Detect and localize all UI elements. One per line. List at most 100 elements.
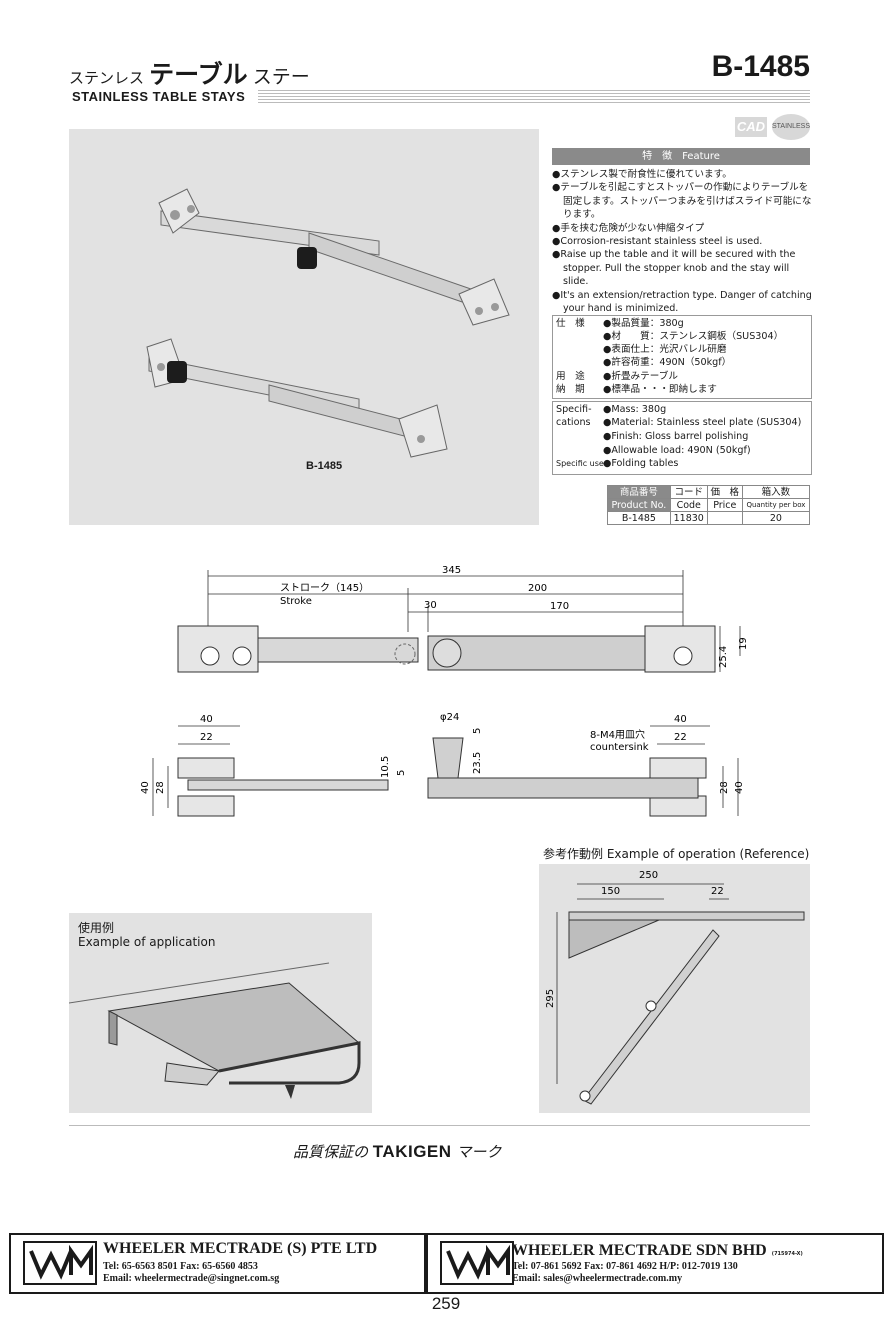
application-title-en: Example of application: [78, 935, 216, 949]
spec-value: ●表面仕上：光沢バレル研磨: [603, 344, 727, 355]
feature-heading: 特 徴 Feature: [552, 148, 810, 165]
spec-value: ●材 質：ステンレス鋼板（SUS304）: [603, 331, 784, 342]
footer-left: WHEELER MECTRADE (S) PTE LTD Tel: 65-656…: [9, 1233, 426, 1294]
spec-value: ●許容荷重：490N（50kgf）: [603, 357, 732, 368]
use-label: Specific use: [556, 459, 604, 468]
operation-panel: 250 150 22 295: [539, 864, 810, 1113]
company-reg-my: (715974-X): [771, 1251, 803, 1257]
dim-250: 250: [639, 870, 658, 881]
price-table: 商品番号 コード 価 格 箱入数 Product No. Code Price …: [607, 485, 811, 525]
price-header-jp: 商品番号 コード 価 格 箱入数: [607, 485, 811, 499]
dim-stroke-en: Stroke: [280, 596, 312, 607]
header-rule: [258, 90, 810, 104]
header-cell: 価 格: [706, 485, 743, 499]
header-cell: Price: [706, 498, 743, 512]
price-cell: [706, 511, 743, 525]
quantity-cell: 20: [741, 511, 811, 525]
dim-5-mid: 5: [396, 770, 407, 776]
company-tel-sg: Tel: 65-6563 8501 Fax: 65-6560 4853: [103, 1261, 258, 1272]
code-cell: 11830: [669, 511, 708, 525]
application-illustration: [69, 962, 361, 1099]
takigen-brand: TAKIGEN: [372, 1142, 452, 1161]
header-cell: Product No.: [607, 498, 671, 512]
header-cell: Quantity per box: [741, 498, 811, 512]
company-email-sg: Email: wheelermectrade@singnet.com.sg: [103, 1273, 280, 1284]
subtitle: STAINLESS TABLE STAYS: [72, 89, 246, 104]
top-view-drawing: 345 ストローク（145） Stroke 200 30 170 25.4 19: [177, 565, 749, 673]
company-email-my: Email: sales@wheelermectrade.com.my: [512, 1273, 683, 1284]
dim-40-right: 40: [674, 714, 687, 725]
dim-5-top: 5: [472, 728, 483, 734]
product-title: ステンレス テーブル ステー: [69, 55, 310, 91]
spec-value: ●標準品・・・即納します: [603, 384, 717, 395]
title-prefix: ステンレス: [69, 69, 145, 87]
table-row: B-1485 11830 20: [607, 511, 811, 525]
photo-caption: B-1485: [306, 460, 343, 472]
stainless-badge-icon: STAINLESS: [772, 114, 810, 140]
use-label: 用 途: [556, 371, 585, 382]
product-photo: [69, 129, 539, 525]
header-cell: Code: [669, 498, 708, 512]
footer-right: WHEELER MECTRADE SDN BHD (715974-X) Tel:…: [426, 1233, 884, 1294]
spec-value: ●折畳みテーブル: [603, 371, 678, 382]
dim-295: 295: [545, 989, 556, 1008]
product-no-cell: B-1485: [607, 511, 671, 525]
side-view-drawing: 40 22 40 28 φ24 5 23.5 10.5 5 40 8-M4用皿穴…: [140, 712, 745, 817]
spec-label: Specifi-: [556, 404, 592, 415]
dim-150: 150: [601, 886, 620, 897]
spec-value: ●Finish: Gloss barrel polishing: [603, 431, 749, 442]
quality-prefix: 品質保証の: [293, 1143, 369, 1161]
quality-suffix: マーク: [456, 1143, 502, 1161]
operation-diagram: 250 150 22 295: [545, 870, 805, 1105]
application-title-jp: 使用例: [78, 921, 115, 935]
dim-170: 170: [550, 601, 569, 612]
upper-stay-image: [158, 188, 510, 326]
dim-23-5: 23.5: [472, 752, 483, 774]
dim-28-v-left: 28: [155, 781, 166, 794]
page-number: 259: [431, 1294, 461, 1313]
dim-22-right: 22: [674, 732, 687, 743]
application-panel: 使用例 Example of application: [69, 913, 372, 1113]
header-cell: コード: [669, 485, 708, 499]
dim-40-v-left: 40: [140, 781, 151, 794]
feature-item: ●手を挟む危険が少ない伸縮タイプ: [552, 222, 705, 234]
quality-mark: 品質保証の TAKIGEN マーク: [293, 1141, 501, 1162]
feature-item: ●It's an extension/retraction type. Dang…: [552, 289, 812, 315]
dim-30: 30: [424, 600, 437, 611]
spec-box-en: Specifi- cations Specific use ●Mass: 380…: [552, 401, 812, 475]
dim-200: 200: [528, 583, 547, 594]
feature-item: ●Corrosion-resistant stainless steel is …: [552, 236, 763, 248]
feature-list: ●ステンレス製で耐食性に優れています。 ●テーブルを引起こすとストッパーの作動に…: [552, 168, 812, 315]
hole-label-en: countersink: [590, 742, 649, 753]
divider: [69, 1125, 810, 1126]
dim-phi24: φ24: [440, 712, 459, 723]
spec-value: ●Allowable load: 490N (50kgf): [603, 445, 751, 456]
dim-40-v-right: 40: [734, 781, 745, 794]
header-cell: 箱入数: [741, 485, 811, 499]
spec-value: ●Folding tables: [603, 458, 679, 469]
wm-logo-icon: [23, 1241, 97, 1285]
dim-10-5: 10.5: [380, 756, 391, 778]
model-number: B-1485: [711, 50, 810, 83]
delivery-label: 納 期: [556, 384, 585, 395]
wm-logo-icon: [440, 1241, 514, 1285]
dim-345: 345: [442, 565, 461, 576]
dim-stroke: ストローク（145）: [280, 582, 369, 594]
company-name-sg: WHEELER MECTRADE (S) PTE LTD: [103, 1240, 378, 1257]
feature-item: ●テーブルを引起こすとストッパーの作動によりテーブルを固定します。ストッパーつま…: [552, 182, 812, 221]
header-cell: 商品番号: [607, 485, 671, 499]
title-suffix: ステー: [252, 66, 310, 88]
dim-28-v-right: 28: [719, 781, 730, 794]
operation-title: 参考作動例 Example of operation (Reference): [543, 847, 810, 861]
feature-item: ●Raise up the table and it will be secur…: [552, 249, 796, 288]
spec-value: ●Mass: 380g: [603, 404, 667, 415]
spec-label: cations: [556, 417, 591, 428]
company-name-row-my: WHEELER MECTRADE SDN BHD (715974-X): [512, 1240, 803, 1260]
dim-22-op: 22: [711, 886, 724, 897]
dim-19: 19: [738, 637, 749, 650]
spec-box-jp: 仕 様 用 途 納 期 ●製品質量：380g ●材 質：ステンレス鋼板（SUS3…: [552, 315, 812, 399]
price-header-en: Product No. Code Price Quantity per box: [607, 498, 811, 512]
spec-label: 仕 様: [556, 318, 585, 329]
dim-25-4: 25.4: [718, 646, 729, 668]
lower-stay-image: [146, 338, 448, 458]
